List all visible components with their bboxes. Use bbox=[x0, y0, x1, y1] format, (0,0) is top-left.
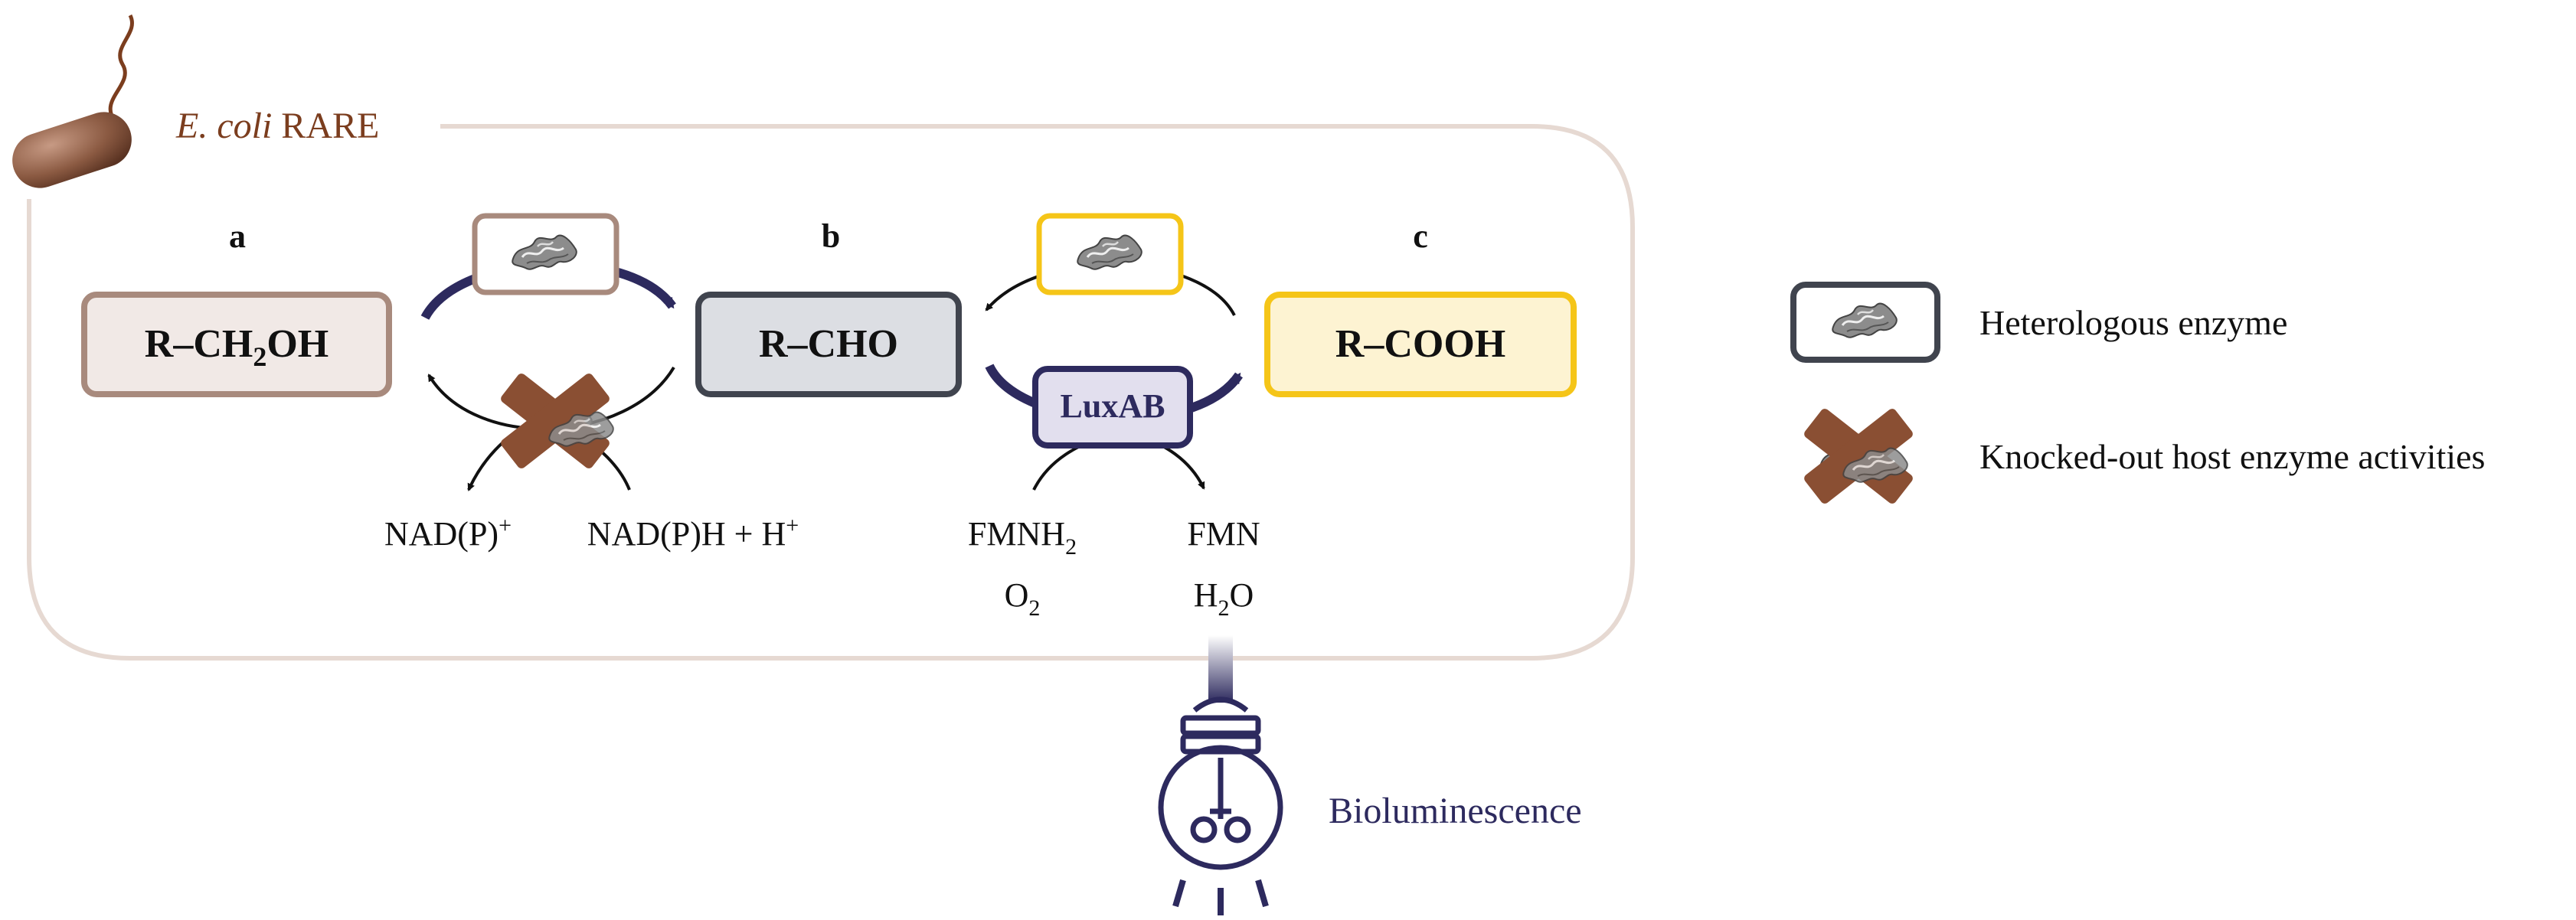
label-c: c bbox=[1413, 217, 1428, 255]
o2-label: O2 bbox=[1005, 576, 1041, 621]
legend-knockout-text: Knocked-out host enzyme activities bbox=[1979, 437, 2485, 476]
acid-box: R–COOH bbox=[1264, 292, 1577, 397]
light-beam bbox=[1208, 635, 1233, 703]
fmn-label: FMN bbox=[1187, 515, 1260, 553]
svg-text:R–COOH: R–COOH bbox=[1335, 322, 1505, 366]
cell-outline bbox=[27, 124, 1635, 661]
bacterium-icon bbox=[12, 14, 134, 188]
alcohol-box: R–CH2OH bbox=[81, 292, 392, 397]
organism-title: E. coli RARE bbox=[175, 106, 379, 146]
nadph-label: NAD(P)H + H+ bbox=[587, 513, 799, 553]
svg-text:R–CH2OH: R–CH2OH bbox=[145, 322, 329, 372]
heterologous-enzyme-icon bbox=[472, 213, 619, 295]
knockout-icon bbox=[501, 374, 615, 468]
aldehyde-box: R–CHO bbox=[695, 292, 962, 397]
legend: Heterologous enzyme Knocked-out host enz… bbox=[1790, 282, 2485, 504]
svg-text:R–CHO: R–CHO bbox=[759, 322, 898, 366]
nadp-plus-label: NAD(P)+ bbox=[384, 513, 512, 553]
fmnh2-label: FMNH2 bbox=[968, 515, 1077, 560]
heterologous-enzyme-icon-2 bbox=[1036, 213, 1184, 295]
legend-knockout-icon bbox=[1804, 409, 1913, 504]
luxab-label: LuxAB bbox=[1061, 387, 1165, 425]
legend-heterologous-text: Heterologous enzyme bbox=[1979, 303, 2287, 342]
bioluminescence-label: Bioluminescence bbox=[1329, 791, 1582, 831]
light-bulb-icon bbox=[1158, 697, 1283, 915]
h2o-label: H2O bbox=[1194, 576, 1254, 621]
legend-heterologous-icon bbox=[1790, 282, 1940, 363]
label-b: b bbox=[822, 217, 840, 255]
luxab-enzyme: LuxAB bbox=[1032, 366, 1193, 449]
label-a: a bbox=[229, 217, 246, 255]
